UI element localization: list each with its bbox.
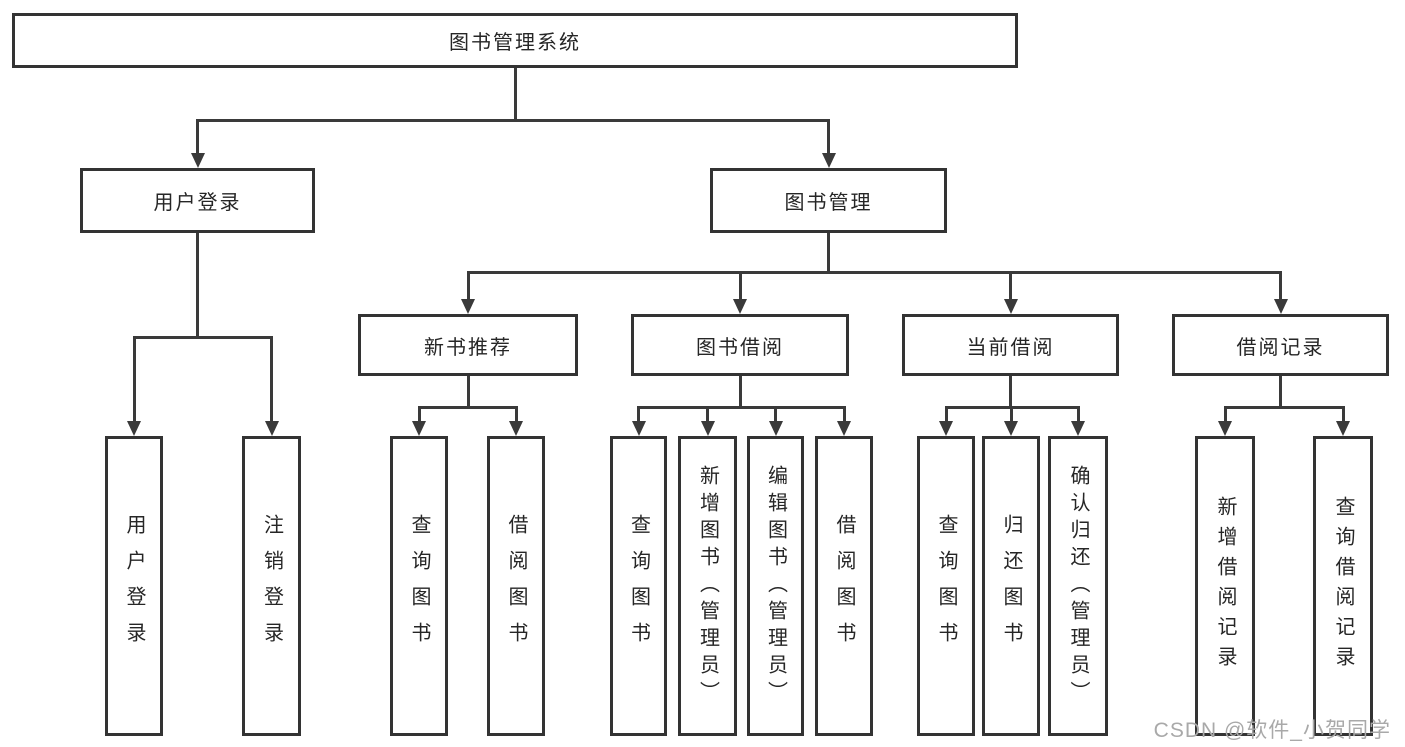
arrowhead-icon <box>127 421 141 436</box>
node-label: 当前借阅 <box>966 336 1055 359</box>
edge-stem-root <box>513 68 517 122</box>
edge-stem-current <box>1009 376 1012 409</box>
node-label: 新书推荐 <box>424 336 512 359</box>
node-leaf-user-login: 用户登录 <box>105 436 163 736</box>
edge-stem-borrow <box>738 376 742 409</box>
node-label: 归还图书 <box>1000 514 1022 658</box>
node-current: 当前借阅 <box>902 314 1119 376</box>
node-mgmt: 图书管理 <box>710 168 947 233</box>
node-label: 确认归还（管理员） <box>1067 464 1089 708</box>
arrowhead-icon <box>509 421 523 436</box>
edge-branch-root <box>196 118 830 122</box>
node-leaf-cur-query: 查询图书 <box>917 436 975 736</box>
node-label: 新增图书（管理员） <box>696 464 719 708</box>
arrowhead-icon <box>264 421 279 436</box>
edge-drop-borrow <box>738 272 742 301</box>
node-leaf-bor-query: 查询图书 <box>610 436 667 736</box>
node-label: 查询图书 <box>408 514 430 658</box>
node-leaf-logout: 注销登录 <box>242 436 301 736</box>
edge-drop-leaf-cur-query <box>944 407 948 423</box>
edge-drop-leaf-recd-query <box>1341 407 1345 423</box>
node-label: 查询借阅记录 <box>1332 496 1354 676</box>
edge-stem-mgmt <box>827 233 830 274</box>
edge-drop-mgmt <box>827 120 830 155</box>
node-label: 查询图书 <box>935 514 957 658</box>
node-leaf-cur-confirm: 确认归还（管理员） <box>1048 436 1108 736</box>
node-leaf-bor-borrow: 借阅图书 <box>815 436 873 736</box>
arrowhead-icon <box>821 153 836 168</box>
arrowhead-icon <box>939 421 953 436</box>
edge-drop-leaf-logout <box>270 337 273 423</box>
node-label: 图书借阅 <box>696 336 784 359</box>
arrowhead-icon <box>1071 421 1085 436</box>
arrowhead-icon <box>733 299 747 314</box>
edge-drop-leaf-bor-borrow <box>842 407 846 423</box>
edge-drop-leaf-recd-add <box>1223 407 1227 423</box>
node-label: 查询图书 <box>627 514 650 658</box>
edge-drop-leaf-cur-confirm <box>1076 407 1080 423</box>
node-leaf-rec-borrow: 借阅图书 <box>487 436 545 736</box>
edge-branch-mgmt <box>466 270 1282 274</box>
arrowhead-icon <box>190 153 205 168</box>
arrowhead-icon <box>1336 421 1350 436</box>
edge-drop-leaf-rec-borrow <box>514 407 518 423</box>
node-login: 用户登录 <box>80 168 315 233</box>
edge-branch-login <box>132 335 273 339</box>
node-leaf-bor-add: 新增图书（管理员） <box>678 436 737 736</box>
node-label: 编辑图书（管理员） <box>764 464 787 708</box>
csdn-watermark: CSDN @软件_小贺同学 <box>1153 719 1391 742</box>
node-label: 借阅图书 <box>833 514 855 658</box>
edge-stem-login <box>196 233 199 339</box>
arrowhead-icon <box>1218 421 1232 436</box>
node-label: 借阅记录 <box>1236 336 1325 359</box>
node-label: 新增借阅记录 <box>1214 496 1236 676</box>
node-leaf-recd-query: 查询借阅记录 <box>1313 436 1373 736</box>
edge-drop-leaf-rec-query <box>417 407 421 423</box>
arrowhead-icon <box>837 421 851 436</box>
node-label: 图书管理系统 <box>449 32 581 54</box>
edge-drop-leaf-user-login <box>132 337 136 423</box>
node-borrow: 图书借阅 <box>631 314 849 376</box>
node-leaf-recd-add: 新增借阅记录 <box>1195 436 1255 736</box>
edge-drop-login <box>196 120 199 155</box>
edge-stem-records <box>1279 376 1282 409</box>
node-rec: 新书推荐 <box>358 314 578 376</box>
edge-drop-leaf-bor-add <box>706 407 709 423</box>
edge-branch-borrow <box>637 405 846 409</box>
arrowhead-icon <box>412 421 426 436</box>
edge-drop-leaf-bor-edit <box>774 407 777 423</box>
edge-drop-current <box>1009 272 1012 301</box>
node-label: 图书管理 <box>784 192 873 214</box>
node-label: 借阅图书 <box>505 514 527 658</box>
node-leaf-cur-return: 归还图书 <box>982 436 1040 736</box>
arrowhead-icon <box>1273 299 1288 314</box>
edge-branch-records <box>1223 405 1345 409</box>
node-label: 注销登录 <box>260 514 283 658</box>
node-records: 借阅记录 <box>1172 314 1389 376</box>
edge-stem-rec <box>466 376 470 409</box>
arrowhead-icon <box>768 421 783 436</box>
node-root: 图书管理系统 <box>12 13 1018 68</box>
edge-drop-leaf-cur-return <box>1009 407 1013 423</box>
arrowhead-icon <box>1003 299 1018 314</box>
node-leaf-bor-edit: 编辑图书（管理员） <box>747 436 804 736</box>
edge-branch-rec <box>417 405 518 409</box>
arrowhead-icon <box>461 299 475 314</box>
edge-drop-leaf-bor-query <box>637 407 640 423</box>
arrowhead-icon <box>700 421 715 436</box>
node-leaf-rec-query: 查询图书 <box>390 436 448 736</box>
arrowhead-icon <box>631 421 646 436</box>
arrowhead-icon <box>1004 421 1018 436</box>
edge-drop-records <box>1279 272 1282 301</box>
edge-drop-rec <box>466 272 470 301</box>
node-label: 用户登录 <box>123 514 145 658</box>
node-label: 用户登录 <box>153 192 242 214</box>
